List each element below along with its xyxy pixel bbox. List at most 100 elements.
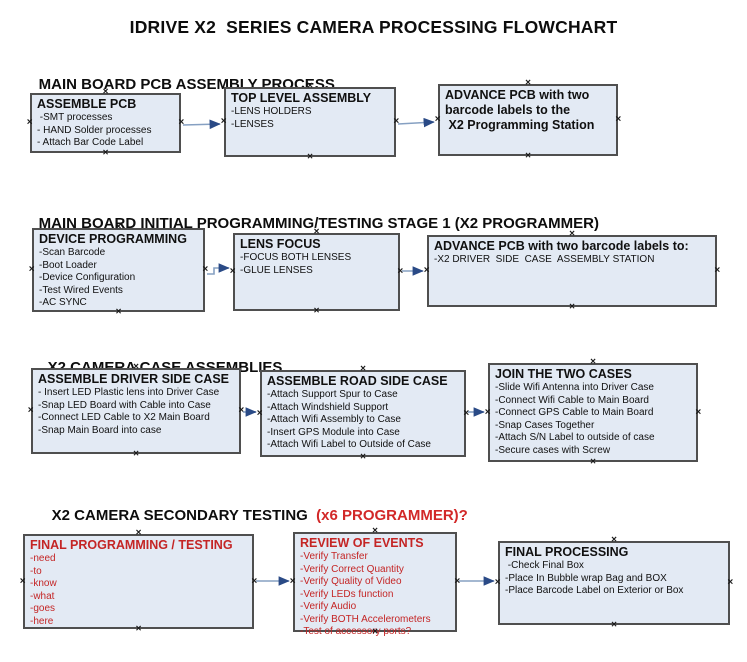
box-line: -Snap LED Board with Cable into Case: [38, 399, 211, 411]
anchor-x-icon: ×: [256, 407, 263, 419]
anchor-x-icon: ×: [393, 116, 400, 127]
anchor-x-icon: ×: [714, 265, 721, 276]
box-line: -Connect LED Cable to X2 Main Board: [38, 412, 210, 423]
anchor-x-icon: ×: [615, 114, 622, 125]
box-line: -know: [30, 578, 57, 589]
box-title: FINAL PROGRAMMING / TESTING: [30, 538, 233, 552]
box-line: -Place Barcode Label on Exterior or Box: [505, 585, 684, 596]
box-line: -Connect Wifi Cable to Main Board: [495, 394, 649, 406]
flow-box-advance-pcb-driver-side-station: ADVANCE PCB with two barcode labels to: …: [423, 229, 721, 312]
anchor-x-icon: ×: [202, 264, 209, 275]
anchor-x-icon: ×: [178, 117, 185, 128]
box-line: -Attach S/N Label to outside of case: [495, 432, 655, 443]
anchor-x-icon: ×: [220, 116, 227, 127]
anchor-x-icon: ×: [229, 266, 236, 277]
flow-box-join-the-two-cases: JOIN THE TWO CASES -Slide Wifi Antenna i…: [484, 357, 702, 467]
box-line: -to: [30, 565, 42, 577]
anchor-x-icon: ×: [28, 264, 35, 275]
flow-box-advance-pcb-programming-station: ADVANCE PCB with two barcode labels to t…: [434, 78, 622, 161]
section-heading-text: X2 CAMERA SECONDARY TESTING: [51, 507, 312, 524]
box-title: DEVICE PROGRAMMING: [39, 232, 187, 246]
box-line: -GLUE LENSES: [240, 264, 313, 276]
flow-box-assemble-pcb: ASSEMBLE PCB -SMT processes- HAND Solder…: [27, 87, 185, 158]
anchor-x-icon: ×: [463, 407, 470, 419]
anchor-x-icon: ×: [484, 406, 491, 418]
box-line: -AC SYNC: [39, 297, 87, 308]
box-lines: -Verify Transfer-Verify Correct Quantity…: [300, 551, 451, 639]
anchor-x-icon: ×: [313, 305, 320, 317]
anchor-x-icon: ×: [360, 451, 366, 463]
anchor-x-icon: ×: [434, 114, 441, 125]
box-line: -Scan Barcode: [39, 247, 106, 258]
box-line: -Boot Loader: [39, 259, 97, 271]
anchor-x-icon: ×: [695, 406, 702, 418]
box-line: -Snap Main Board into case: [38, 424, 162, 436]
box-line: -Attach Wifi Assembly to Case: [267, 414, 401, 425]
section-heading-secondary-testing: X2 CAMERA SECONDARY TESTING (x6 PROGRAMM…: [35, 490, 468, 524]
box-title: FINAL PROCESSING: [505, 545, 629, 559]
box-line: -Verify Correct Quantity: [300, 563, 404, 575]
box-lines: -Check Final Box-Place In Bubble wrap Ba…: [505, 560, 724, 598]
anchor-x-icon: ×: [569, 301, 575, 313]
box-lines: -Attach Support Spur to Case-Attach Wind…: [267, 389, 460, 452]
box-line: -what: [30, 590, 55, 602]
anchor-x-icon: ×: [525, 150, 531, 162]
arrow-assemble-pcb-to-top-level: [182, 119, 221, 130]
anchor-x-icon: ×: [397, 266, 404, 277]
box-line: - Insert LED Plastic lens into Driver Ca…: [38, 387, 220, 398]
anchor-x-icon: ×: [525, 77, 531, 89]
anchor-x-icon: ×: [27, 405, 34, 416]
box-line: -Verify Quality of Video: [300, 576, 402, 587]
anchor-x-icon: ×: [360, 363, 366, 375]
anchor-x-icon: ×: [611, 534, 617, 546]
anchor-x-icon: ×: [102, 147, 109, 159]
box-title: ASSEMBLE ROAD SIDE CASE: [267, 374, 448, 388]
flow-box-review-of-events: REVIEW OF EVENTS -Verify Transfer-Verify…: [289, 526, 460, 637]
box-title: ASSEMBLE PCB: [37, 97, 137, 111]
box-line: -Test of accessory ports?: [300, 626, 412, 637]
section-heading-text: MAIN BOARD INITIAL PROGRAMMING/TESTING S…: [38, 215, 599, 232]
box-line: -Place In Bubble wrap Bag and BOX: [505, 572, 667, 584]
box-line: -Snap Cases Together: [495, 419, 595, 431]
box-line: -Attach Support Spur to Case: [267, 389, 398, 400]
box-line: - HAND Solder processes: [37, 124, 152, 136]
box-line: -Connect GPS Cable to Main Board: [495, 407, 654, 418]
anchor-x-icon: ×: [590, 356, 596, 368]
box-line: -need: [30, 553, 56, 564]
anchor-x-icon: ×: [423, 265, 430, 276]
anchor-x-icon: ×: [727, 577, 734, 588]
box-line: -LENSES: [231, 118, 274, 130]
box-line: -goes: [30, 603, 56, 614]
box-line: -Verify BOTH Accelerometers: [300, 613, 431, 625]
box-title: TOP LEVEL ASSEMBLY: [231, 91, 372, 105]
flow-box-assemble-road-side-case: ASSEMBLE ROAD SIDE CASE -Attach Support …: [256, 364, 470, 462]
section-heading-red-text: (x6 PROGRAMMER)?: [311, 507, 468, 524]
box-lines: -FOCUS BOTH LENSES-GLUE LENSES: [240, 252, 394, 277]
box-lines: -LENS HOLDERS-LENSES: [231, 106, 390, 131]
box-line: -LENS HOLDERS: [231, 106, 312, 117]
box-title: REVIEW OF EVENTS: [300, 536, 424, 550]
box-line: -Attach Windshield Support: [267, 401, 389, 413]
anchor-x-icon: ×: [307, 151, 313, 163]
flowchart-title: IDRIVE X2 SERIES CAMERA PROCESSING FLOWC…: [129, 17, 618, 37]
box-title: ADVANCE PCB with two barcode labels to:: [434, 239, 689, 253]
box-line: -Verify Transfer: [300, 551, 368, 562]
box-line: -Test Wired Events: [39, 284, 123, 296]
box-lines: -Scan Barcode-Boot Loader-Device Configu…: [39, 247, 199, 310]
anchor-x-icon: ×: [590, 456, 596, 468]
box-line: -Device Configuration: [39, 272, 136, 283]
box-line: -Attach Wifi Label to Outside of Case: [267, 439, 431, 450]
anchor-x-icon: ×: [289, 576, 296, 587]
box-line: -Insert GPS Module into Case: [267, 426, 400, 438]
anchor-x-icon: ×: [238, 405, 245, 416]
box-line: -Check Final Box: [505, 560, 584, 571]
anchor-x-icon: ×: [372, 525, 378, 537]
box-lines: - Insert LED Plastic lens into Driver Ca…: [38, 387, 235, 437]
box-line: -FOCUS BOTH LENSES: [240, 252, 352, 263]
flow-box-final-programming-testing: FINAL PROGRAMMING / TESTING -need-to-kno…: [20, 528, 257, 634]
flow-box-assemble-driver-side-case: ASSEMBLE DRIVER SIDE CASE - Insert LED P…: [27, 362, 245, 459]
box-title: ADVANCE PCB with two barcode labels to t…: [445, 88, 595, 132]
box-title: LENS FOCUS: [240, 237, 321, 251]
anchor-x-icon: ×: [494, 577, 501, 588]
